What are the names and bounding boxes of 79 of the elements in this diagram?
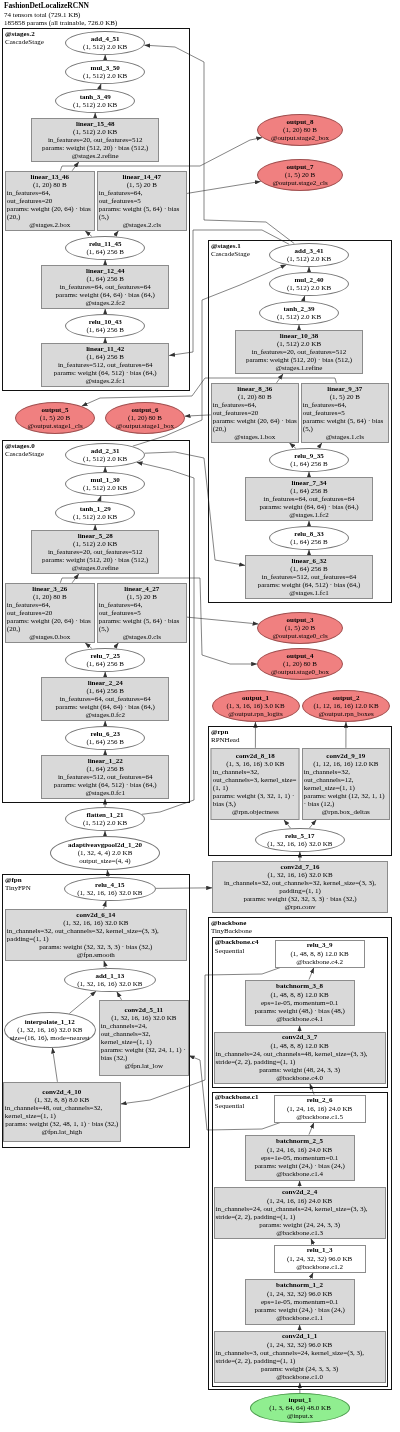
arrow (103, 960, 108, 969)
output-ellipse (257, 114, 343, 146)
function-ellipse (3, 1011, 96, 1048)
layer-box (41, 342, 170, 387)
arrow (93, 112, 98, 119)
layer-box (212, 861, 388, 913)
arrow (103, 720, 108, 727)
arrow (300, 295, 306, 302)
module-cluster (211, 1091, 388, 1387)
layer-box (244, 1278, 355, 1325)
arrow (306, 471, 312, 478)
arrow (103, 466, 108, 473)
arrow (102, 830, 108, 837)
layer-box (235, 329, 363, 374)
layer-box (4, 170, 95, 231)
arrow (306, 266, 312, 273)
layer-box (31, 529, 160, 574)
arrow (103, 671, 108, 678)
module-cluster (211, 936, 388, 1088)
arrow (310, 1238, 316, 1245)
layer-box (244, 1134, 355, 1181)
layer-box (41, 676, 170, 721)
layer-box (4, 582, 95, 643)
arrow (113, 230, 119, 237)
arrow (102, 900, 107, 910)
layer-box (31, 117, 160, 162)
module-cluster (2, 440, 190, 803)
layer-box (4, 908, 187, 961)
arrow (105, 869, 111, 878)
layer-box (273, 1244, 366, 1273)
output-ellipse (257, 159, 343, 191)
arrow (103, 259, 108, 266)
arrow (93, 524, 98, 531)
arrow (102, 798, 108, 808)
layer-box (300, 382, 389, 443)
arrow (306, 549, 312, 556)
arrow (103, 308, 108, 315)
arrow (103, 337, 108, 344)
arrow (97, 495, 102, 502)
function-ellipse (65, 442, 146, 467)
arrow (316, 442, 323, 449)
layer-box (210, 747, 300, 820)
output-ellipse (105, 402, 185, 434)
layer-box (213, 1330, 386, 1383)
layer-box (245, 554, 373, 599)
arrow (297, 1180, 302, 1187)
layer-box (245, 476, 373, 521)
module-cluster (2, 28, 190, 391)
function-ellipse (65, 807, 145, 831)
arrow (297, 1324, 302, 1331)
layer-box (244, 979, 355, 1026)
arrow (97, 83, 102, 90)
arrow (296, 324, 302, 331)
layer-box (41, 264, 170, 309)
arrow (306, 520, 312, 527)
arrow (84, 230, 93, 237)
arrow (289, 442, 297, 449)
module-cluster (2, 874, 190, 1148)
arrow (308, 1272, 314, 1279)
layer-box (213, 1031, 386, 1084)
module-cluster (208, 917, 392, 1390)
arrow (113, 642, 119, 649)
arrow (84, 642, 93, 649)
module-cluster (208, 240, 392, 603)
layer-box (41, 754, 170, 799)
layer-box (273, 1094, 366, 1123)
function-ellipse (269, 271, 349, 296)
module-cluster (208, 726, 392, 856)
layer-box (98, 999, 189, 1076)
layer-box (301, 747, 390, 820)
arrow (297, 1025, 302, 1032)
layer-box (213, 1186, 386, 1239)
layer-box (96, 170, 187, 231)
layer-box (210, 382, 299, 443)
layer-box (96, 582, 187, 643)
arrow (103, 54, 108, 61)
arrow (103, 749, 108, 756)
layer-box (274, 939, 365, 968)
layer-box (2, 1081, 121, 1142)
